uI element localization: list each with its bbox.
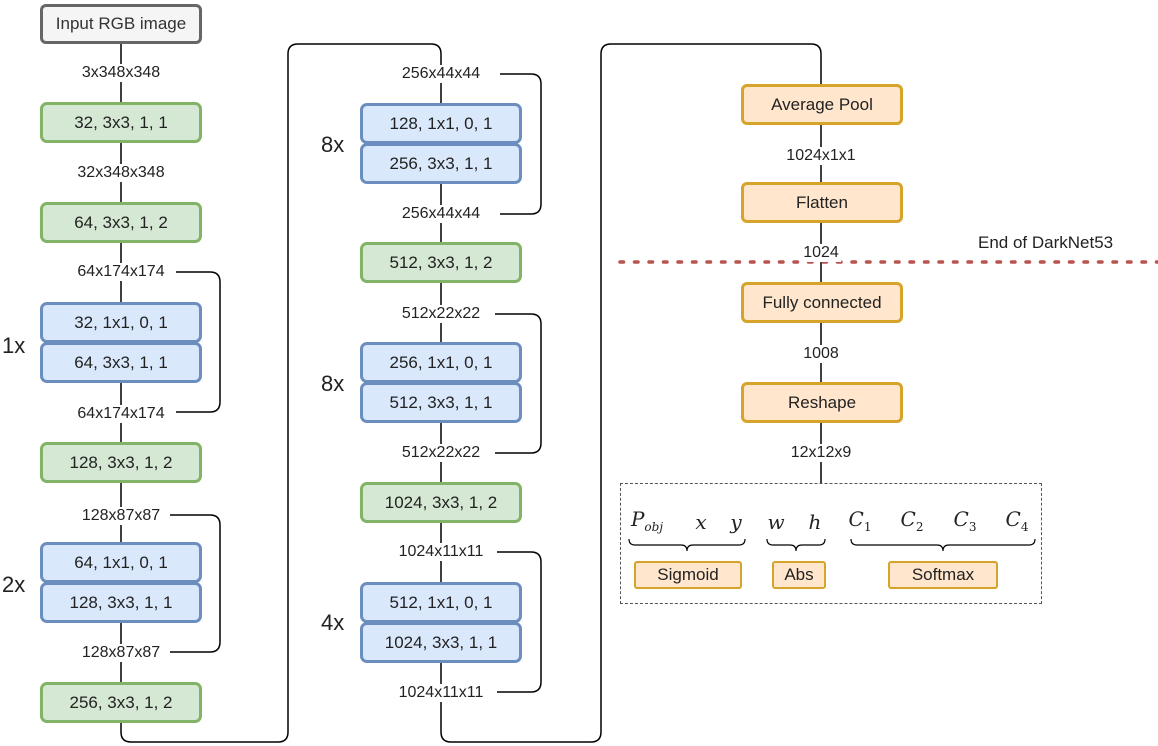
layer-label: 256, 1x1, 0, 1 [389, 352, 493, 372]
conv-layer: 256, 3x3, 1, 2 [40, 682, 202, 723]
dim-label: 32x348x348 [75, 164, 167, 182]
residual-layer: 64, 3x3, 1, 1 [40, 342, 202, 383]
c3-var: C3 [953, 507, 977, 534]
h-var: h [808, 510, 822, 534]
dim-label: 1024x11x11 [396, 684, 486, 702]
residual-layer: 128, 1x1, 0, 1 [360, 103, 522, 144]
c4-var: C4 [1005, 507, 1029, 534]
input-image-node: Input RGB image [40, 4, 202, 44]
w-var: w [767, 510, 785, 534]
layer-label: 64, 3x3, 1, 2 [74, 212, 168, 232]
layer-label: 512, 3x3, 1, 1 [389, 392, 493, 412]
layer-label: 512, 1x1, 0, 1 [389, 592, 493, 612]
dim-label: 128x87x87 [79, 644, 163, 662]
layer-label: Reshape [787, 392, 857, 412]
avg-pool-layer: Average Pool [741, 84, 903, 125]
c1-var: C1 [848, 507, 872, 534]
layer-label: 1024, 3x3, 1, 1 [384, 632, 498, 652]
dim-label: 512x22x22 [399, 444, 483, 462]
layer-label: 64, 3x3, 1, 1 [74, 352, 168, 372]
dim-label: 256x44x44 [399, 205, 483, 223]
layer-label: 256, 3x3, 1, 1 [389, 153, 493, 173]
layer-label: 32, 1x1, 0, 1 [74, 312, 168, 332]
layer-label: 256, 3x3, 1, 2 [69, 692, 173, 712]
conv-layer: 1024, 3x3, 1, 2 [360, 482, 522, 523]
layer-label: 512, 3x3, 1, 2 [389, 252, 493, 272]
dim-label: 1024 [801, 244, 841, 262]
output-breakdown-box [620, 483, 1042, 604]
repeat-count: 4x [321, 610, 345, 635]
fully-connected-layer: Fully connected [741, 282, 903, 323]
conv-layer: 128, 3x3, 1, 2 [40, 442, 202, 483]
layer-label: Flatten [796, 192, 848, 212]
x-var: x [695, 510, 707, 534]
residual-layer: 1024, 3x3, 1, 1 [360, 622, 522, 663]
p-obj-var: Pobj [630, 507, 664, 534]
dim-label: 1024x11x11 [396, 543, 486, 561]
conv-layer: 64, 3x3, 1, 2 [40, 202, 202, 243]
conv-layer: 32, 3x3, 1, 1 [40, 102, 202, 143]
residual-layer: 256, 1x1, 0, 1 [360, 342, 522, 383]
input-image-label: Input RGB image [55, 14, 187, 33]
residual-layer: 512, 1x1, 0, 1 [360, 582, 522, 623]
layer-label: 128, 3x3, 1, 2 [69, 452, 173, 472]
y-var: y [730, 510, 742, 534]
repeat-count: 8x [321, 132, 345, 157]
darknet-end-label: End of DarkNet53 [978, 233, 1114, 252]
conv-layer: 512, 3x3, 1, 2 [360, 242, 522, 283]
dim-label: 64x174x174 [75, 263, 167, 281]
sigmoid-activation: Sigmoid [634, 561, 742, 589]
reshape-layer: Reshape [741, 382, 903, 423]
residual-layer: 256, 3x3, 1, 1 [360, 143, 522, 184]
softmax-activation: Softmax [888, 561, 998, 589]
repeat-count: 8x [321, 371, 345, 396]
c2-var: C2 [900, 507, 924, 534]
layer-label: 64, 1x1, 0, 1 [74, 552, 168, 572]
dim-label: 3x348x348 [79, 64, 163, 82]
dim-label: 256x44x44 [399, 65, 483, 83]
repeat-count: 2x [2, 572, 26, 597]
residual-layer: 64, 1x1, 0, 1 [40, 542, 202, 583]
layer-label: 128, 3x3, 1, 1 [69, 592, 173, 612]
dim-label: 64x174x174 [75, 405, 167, 423]
dim-label: 1024x1x1 [784, 147, 858, 165]
repeat-count: 1x [2, 333, 26, 358]
residual-layer: 512, 3x3, 1, 1 [360, 382, 522, 423]
layer-label: 128, 1x1, 0, 1 [389, 113, 493, 133]
residual-layer: 32, 1x1, 0, 1 [40, 302, 202, 343]
layer-label: 32, 3x3, 1, 1 [74, 112, 168, 132]
dim-label: 12x12x9 [788, 444, 854, 462]
abs-activation: Abs [772, 561, 826, 589]
layer-label: Fully connected [762, 292, 882, 312]
layer-label: Average Pool [771, 94, 873, 114]
dim-label: 1008 [801, 345, 841, 363]
residual-layer: 128, 3x3, 1, 1 [40, 582, 202, 623]
layer-label: 1024, 3x3, 1, 2 [384, 492, 498, 512]
dim-label: 512x22x22 [399, 305, 483, 323]
dim-label: 128x87x87 [79, 507, 163, 525]
flatten-layer: Flatten [741, 182, 903, 223]
